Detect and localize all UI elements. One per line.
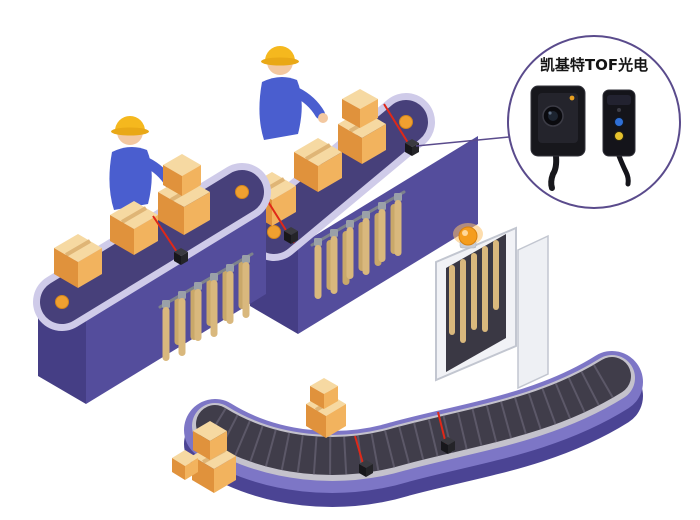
hanging-strip-curtain-right [310,190,406,299]
cardboard-box [110,201,158,255]
photoelectric-sensor [266,199,298,244]
curved-conveyor [184,351,643,507]
floor-box-stack [172,421,236,493]
scanner-gate [435,223,549,390]
cardboard-box [163,154,201,196]
worker-left [109,116,178,210]
worker-right [259,46,328,140]
belt-surface [40,170,264,324]
warning-beacon-icon [453,223,483,249]
gate-pillar [517,234,549,390]
roller-icon [399,115,413,129]
roller-icon [55,295,69,309]
callout-circle [507,35,681,209]
hanging-strip-curtain-left [158,252,254,361]
laser-beam [383,103,411,147]
laser-beam [152,215,180,256]
indicator-led-icon [569,95,575,101]
cardboard-box [193,421,227,460]
gate-strips [449,240,499,343]
hard-hat-icon [115,116,145,131]
indicator-led-icon [614,131,624,141]
cardboard-box [172,450,198,480]
callout-leader-line [415,136,510,147]
roller-icon [267,225,281,239]
cardboard-box [294,138,342,192]
hard-hat-icon [265,46,295,61]
callout-bubble: 凯基特TOF光电 [415,35,681,209]
cardboard-box [54,234,102,288]
photoelectric-sensor [152,215,188,265]
cardboard-box [342,89,378,128]
photoelectric-sensor [354,435,373,477]
sensor-product-square [530,85,586,191]
laser-beam [437,411,447,445]
callout-label: 凯基特TOF光电 [540,56,648,74]
indicator-led-icon [614,117,624,127]
laser-beam [354,435,365,468]
roller-icon [235,185,249,199]
sensor-product-compact [602,89,636,187]
cardboard-box [310,378,338,409]
photoelectric-sensor [437,411,455,454]
